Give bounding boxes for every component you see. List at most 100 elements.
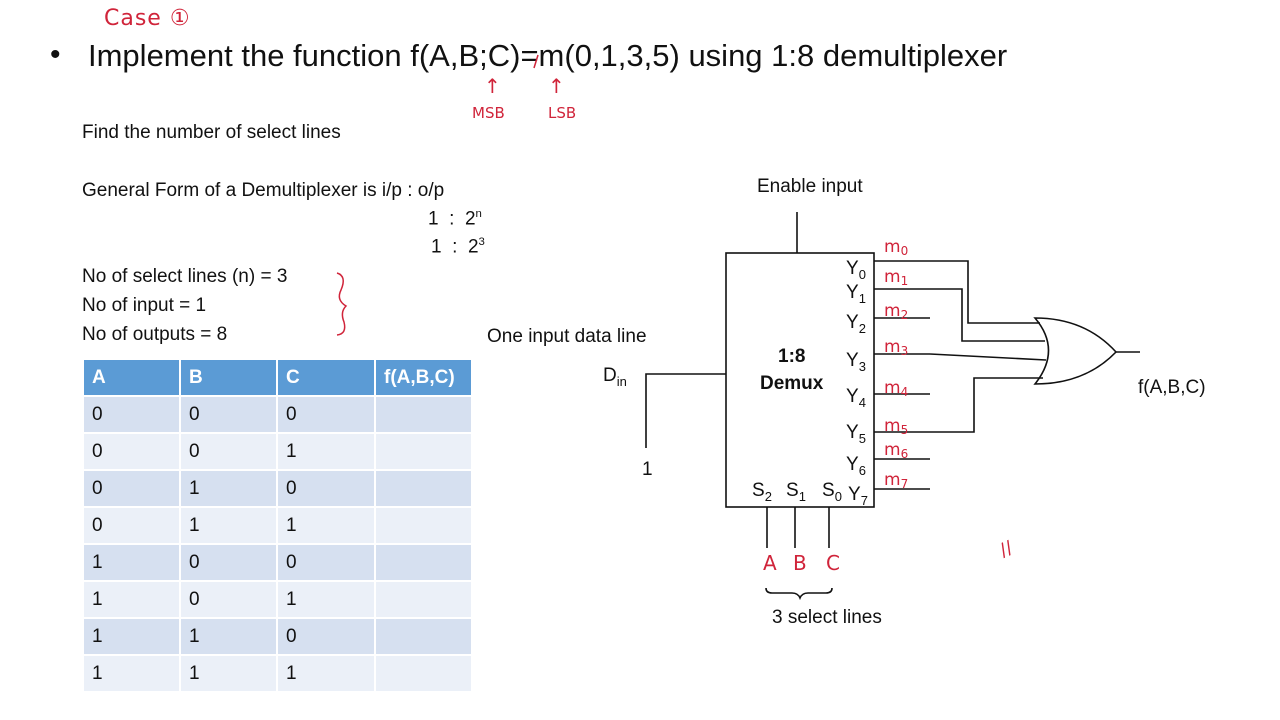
minterm-annotation-m1: m1 [884, 267, 908, 288]
din-label: Din [603, 365, 627, 389]
column-header-b: B [181, 360, 276, 395]
table-cell [376, 545, 471, 580]
select-label-s2: S2 [752, 480, 772, 504]
minterm-annotation-m4: m4 [884, 378, 908, 399]
msb-note: ↑MSB [472, 74, 505, 122]
lsb-note: ↑LSB [548, 74, 576, 122]
minterm-annotation-m5: m5 [884, 416, 908, 437]
demux-title-ratio: 1:8 [778, 346, 805, 367]
function-output-label: f(A,B,C) [1138, 377, 1206, 398]
table-cell: 1 [84, 582, 179, 617]
table-cell: 1 [181, 619, 276, 654]
general-form-text: General Form of a Demultiplexer is i/p :… [82, 180, 445, 201]
output-label-letter: Y [846, 312, 859, 333]
table-cell [376, 619, 471, 654]
select-variable-a: A [763, 551, 777, 575]
case-label: Case ① [104, 6, 191, 31]
or-route-y1 [930, 288, 1045, 342]
minterm-annotation-m7: m7 [884, 470, 908, 491]
data-line-label: One input data line [487, 326, 647, 347]
minterm-index: 6 [901, 447, 909, 461]
ratio-line-1-text: 1 : 2 [428, 208, 476, 230]
ratio-line-1-exp: n [475, 208, 482, 220]
or-route-y0 [930, 260, 1040, 324]
output-label-index: 7 [861, 493, 868, 508]
table-cell [376, 434, 471, 469]
column-header-a: A [84, 360, 179, 395]
minterm-letter: m [884, 416, 901, 436]
select-brace [765, 587, 833, 601]
output-label-letter: Y [846, 386, 859, 407]
table-cell: 1 [278, 508, 374, 543]
output-label-y1: Y1 [846, 282, 866, 306]
table-cell: 0 [181, 397, 276, 432]
minterm-letter: m [884, 337, 901, 357]
arrow-up-icon: ↑ [484, 74, 501, 98]
inputs-text: No of input = 1 [82, 295, 207, 316]
select-label-letter: S [752, 480, 765, 501]
output-label-index: 4 [859, 395, 866, 410]
select-label-s1: S1 [786, 480, 806, 504]
table-cell [376, 471, 471, 506]
select-label-s0: S0 [822, 480, 842, 504]
output-label-y0: Y0 [846, 258, 866, 282]
minterm-index: 5 [901, 423, 909, 437]
output-label-letter: Y [846, 350, 859, 371]
select-caption: 3 select lines [772, 607, 882, 628]
output-label-index: 5 [859, 431, 866, 446]
find-select-text: Find the number of select lines [82, 122, 341, 143]
output-label-index: 2 [859, 321, 866, 336]
table-cell: 1 [278, 656, 374, 691]
select-label-index: 1 [799, 489, 806, 504]
demux-title-name: Demux [760, 373, 824, 394]
minterm-index: 1 [901, 274, 909, 288]
minterm-letter: m [884, 301, 901, 321]
ratio-line-1: 1 : 2n [428, 208, 482, 230]
select-label-index: 2 [765, 489, 772, 504]
table-cell: 0 [181, 434, 276, 469]
din-label-sub: in [617, 374, 627, 389]
bullet-marker: • [50, 38, 61, 71]
output-label-y3: Y3 [846, 350, 866, 374]
bracket-annotation [336, 272, 348, 336]
output-label-letter: Y [846, 282, 859, 303]
table-cell: 0 [278, 397, 374, 432]
output-label-index: 3 [859, 359, 866, 374]
minterm-annotation-m6: m6 [884, 440, 908, 461]
output-label-index: 6 [859, 463, 866, 478]
page-title: Implement the function f(A,B;C)=m(0,1,3,… [88, 38, 1008, 73]
table-cell [376, 397, 471, 432]
minterm-letter: m [884, 267, 901, 287]
demux-block [725, 252, 875, 508]
or-gate [1033, 317, 1118, 385]
table-cell: 0 [84, 397, 179, 432]
minterm-letter: m [884, 470, 901, 490]
minterm-index: 4 [901, 385, 909, 399]
minterm-annotation-m3: m3 [884, 337, 908, 358]
table-cell: 0 [181, 582, 276, 617]
output-label-y7: Y7 [848, 484, 868, 508]
minterm-index: 2 [901, 308, 909, 322]
ratio-line-2: 1 : 23 [431, 236, 485, 258]
table-cell: 0 [278, 545, 374, 580]
table-cell: 0 [84, 434, 179, 469]
table-cell [376, 508, 471, 543]
output-label-y2: Y2 [846, 312, 866, 336]
minterm-letter: m [884, 237, 901, 257]
arrow-up-icon: ↑ [548, 74, 565, 98]
output-label-index: 0 [859, 267, 866, 282]
select-label-index: 0 [835, 489, 842, 504]
minterm-letter: m [884, 378, 901, 398]
minterm-annotation-m0: m0 [884, 237, 908, 258]
table-cell [376, 582, 471, 617]
din-label-main: D [603, 365, 617, 386]
enable-label: Enable input [757, 176, 863, 197]
table-cell: 1 [181, 656, 276, 691]
